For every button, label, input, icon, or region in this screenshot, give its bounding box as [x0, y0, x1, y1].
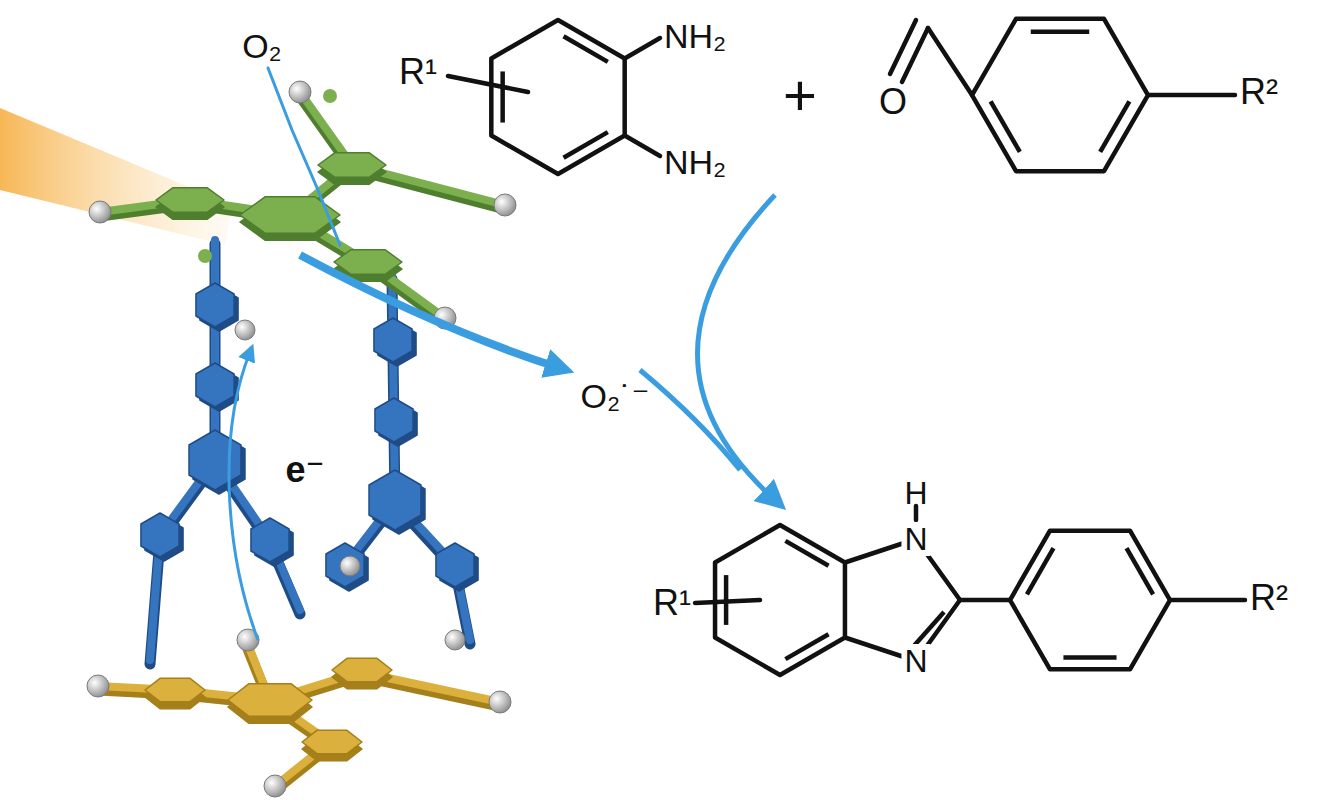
reagent-label: O₂	[242, 29, 282, 63]
double-bond-line	[1027, 548, 1054, 594]
light-beam	[0, 108, 232, 245]
substituent-label: R²	[1250, 580, 1288, 616]
double-bond-line	[1127, 548, 1154, 594]
substituent-bond-line	[695, 600, 760, 603]
species-label: O₂˙⁻	[581, 379, 650, 413]
atom-label: H	[904, 477, 927, 509]
single-bond-line	[1148, 93, 1235, 98]
reaction-arrow-merge	[640, 370, 740, 470]
amine-group-label: NH₂	[664, 145, 726, 179]
blue-pillar-ring	[251, 518, 289, 562]
double-bond-line	[991, 101, 1020, 152]
double-bond-line	[564, 36, 608, 62]
metal-node-sphere	[264, 775, 286, 797]
green-marker-dot	[198, 249, 212, 263]
atom-label: O	[879, 84, 907, 120]
metal-node-sphere	[494, 194, 516, 216]
metal-node-sphere	[235, 320, 255, 340]
double-bond-line	[500, 71, 505, 122]
substituent-label: R¹	[399, 54, 437, 90]
metal-node-sphere	[445, 630, 465, 650]
single-bond-line	[928, 28, 972, 95]
amine-group-label: NH₂	[664, 19, 726, 53]
single-bond-line	[625, 136, 660, 157]
metal-node-sphere	[489, 691, 511, 713]
gold-arm-ring	[332, 658, 392, 681]
double-bond-line	[1031, 29, 1089, 34]
blue-pillar-ring	[436, 543, 474, 587]
blue-pillar-ring	[141, 513, 179, 557]
electron-transfer-arrow	[229, 352, 258, 640]
metal-node-sphere	[89, 201, 111, 223]
single-bond-line	[625, 38, 660, 59]
blue-pillar-ring	[196, 283, 234, 327]
reduction-arrow	[300, 255, 560, 368]
substituent-label: R²	[1240, 74, 1278, 110]
metal-node-sphere	[87, 675, 109, 697]
double-bond-line	[1100, 101, 1129, 152]
gold-core-ring	[228, 684, 312, 717]
electron-label: e⁻	[285, 452, 324, 488]
blue-pillar-ring	[196, 363, 234, 407]
double-bond-line	[912, 612, 944, 648]
gold-arm-ring	[145, 678, 205, 701]
carbonyl-bond-line	[890, 20, 916, 74]
benzene-ring	[1010, 531, 1170, 670]
oxygen-path-line	[268, 68, 340, 245]
metal-node-sphere	[340, 556, 360, 576]
blue-pillar-ring	[369, 470, 421, 530]
single-bond-line	[1170, 598, 1245, 603]
green-core-ring	[240, 197, 340, 233]
double-bond-line	[564, 132, 608, 158]
reaction-arrow	[698, 195, 776, 500]
substituent-label: R¹	[653, 585, 691, 621]
metal-node-sphere	[289, 81, 311, 103]
substituent-bond-line	[448, 76, 528, 92]
double-bond-line	[1063, 655, 1116, 660]
blue-pillar-ring	[374, 318, 412, 362]
green-arm-ring	[156, 188, 224, 213]
green-arm-ring	[334, 250, 402, 275]
blue-pillar-ring	[189, 430, 241, 490]
benzene-ring	[972, 19, 1148, 171]
blue-pillar-ring	[375, 398, 413, 442]
benzene-ring	[491, 20, 624, 174]
atom-label: N	[901, 522, 930, 556]
green-arm-ring	[318, 153, 386, 178]
gold-arm-ring	[302, 730, 362, 753]
green-marker-dot	[323, 89, 337, 103]
double-bond-line	[785, 634, 828, 659]
single-bond-line	[960, 598, 1010, 603]
blue-pillar-ring	[326, 543, 364, 587]
atom-label: N	[901, 644, 930, 678]
double-bond-line	[785, 541, 828, 566]
plus-sign: +	[783, 66, 817, 124]
